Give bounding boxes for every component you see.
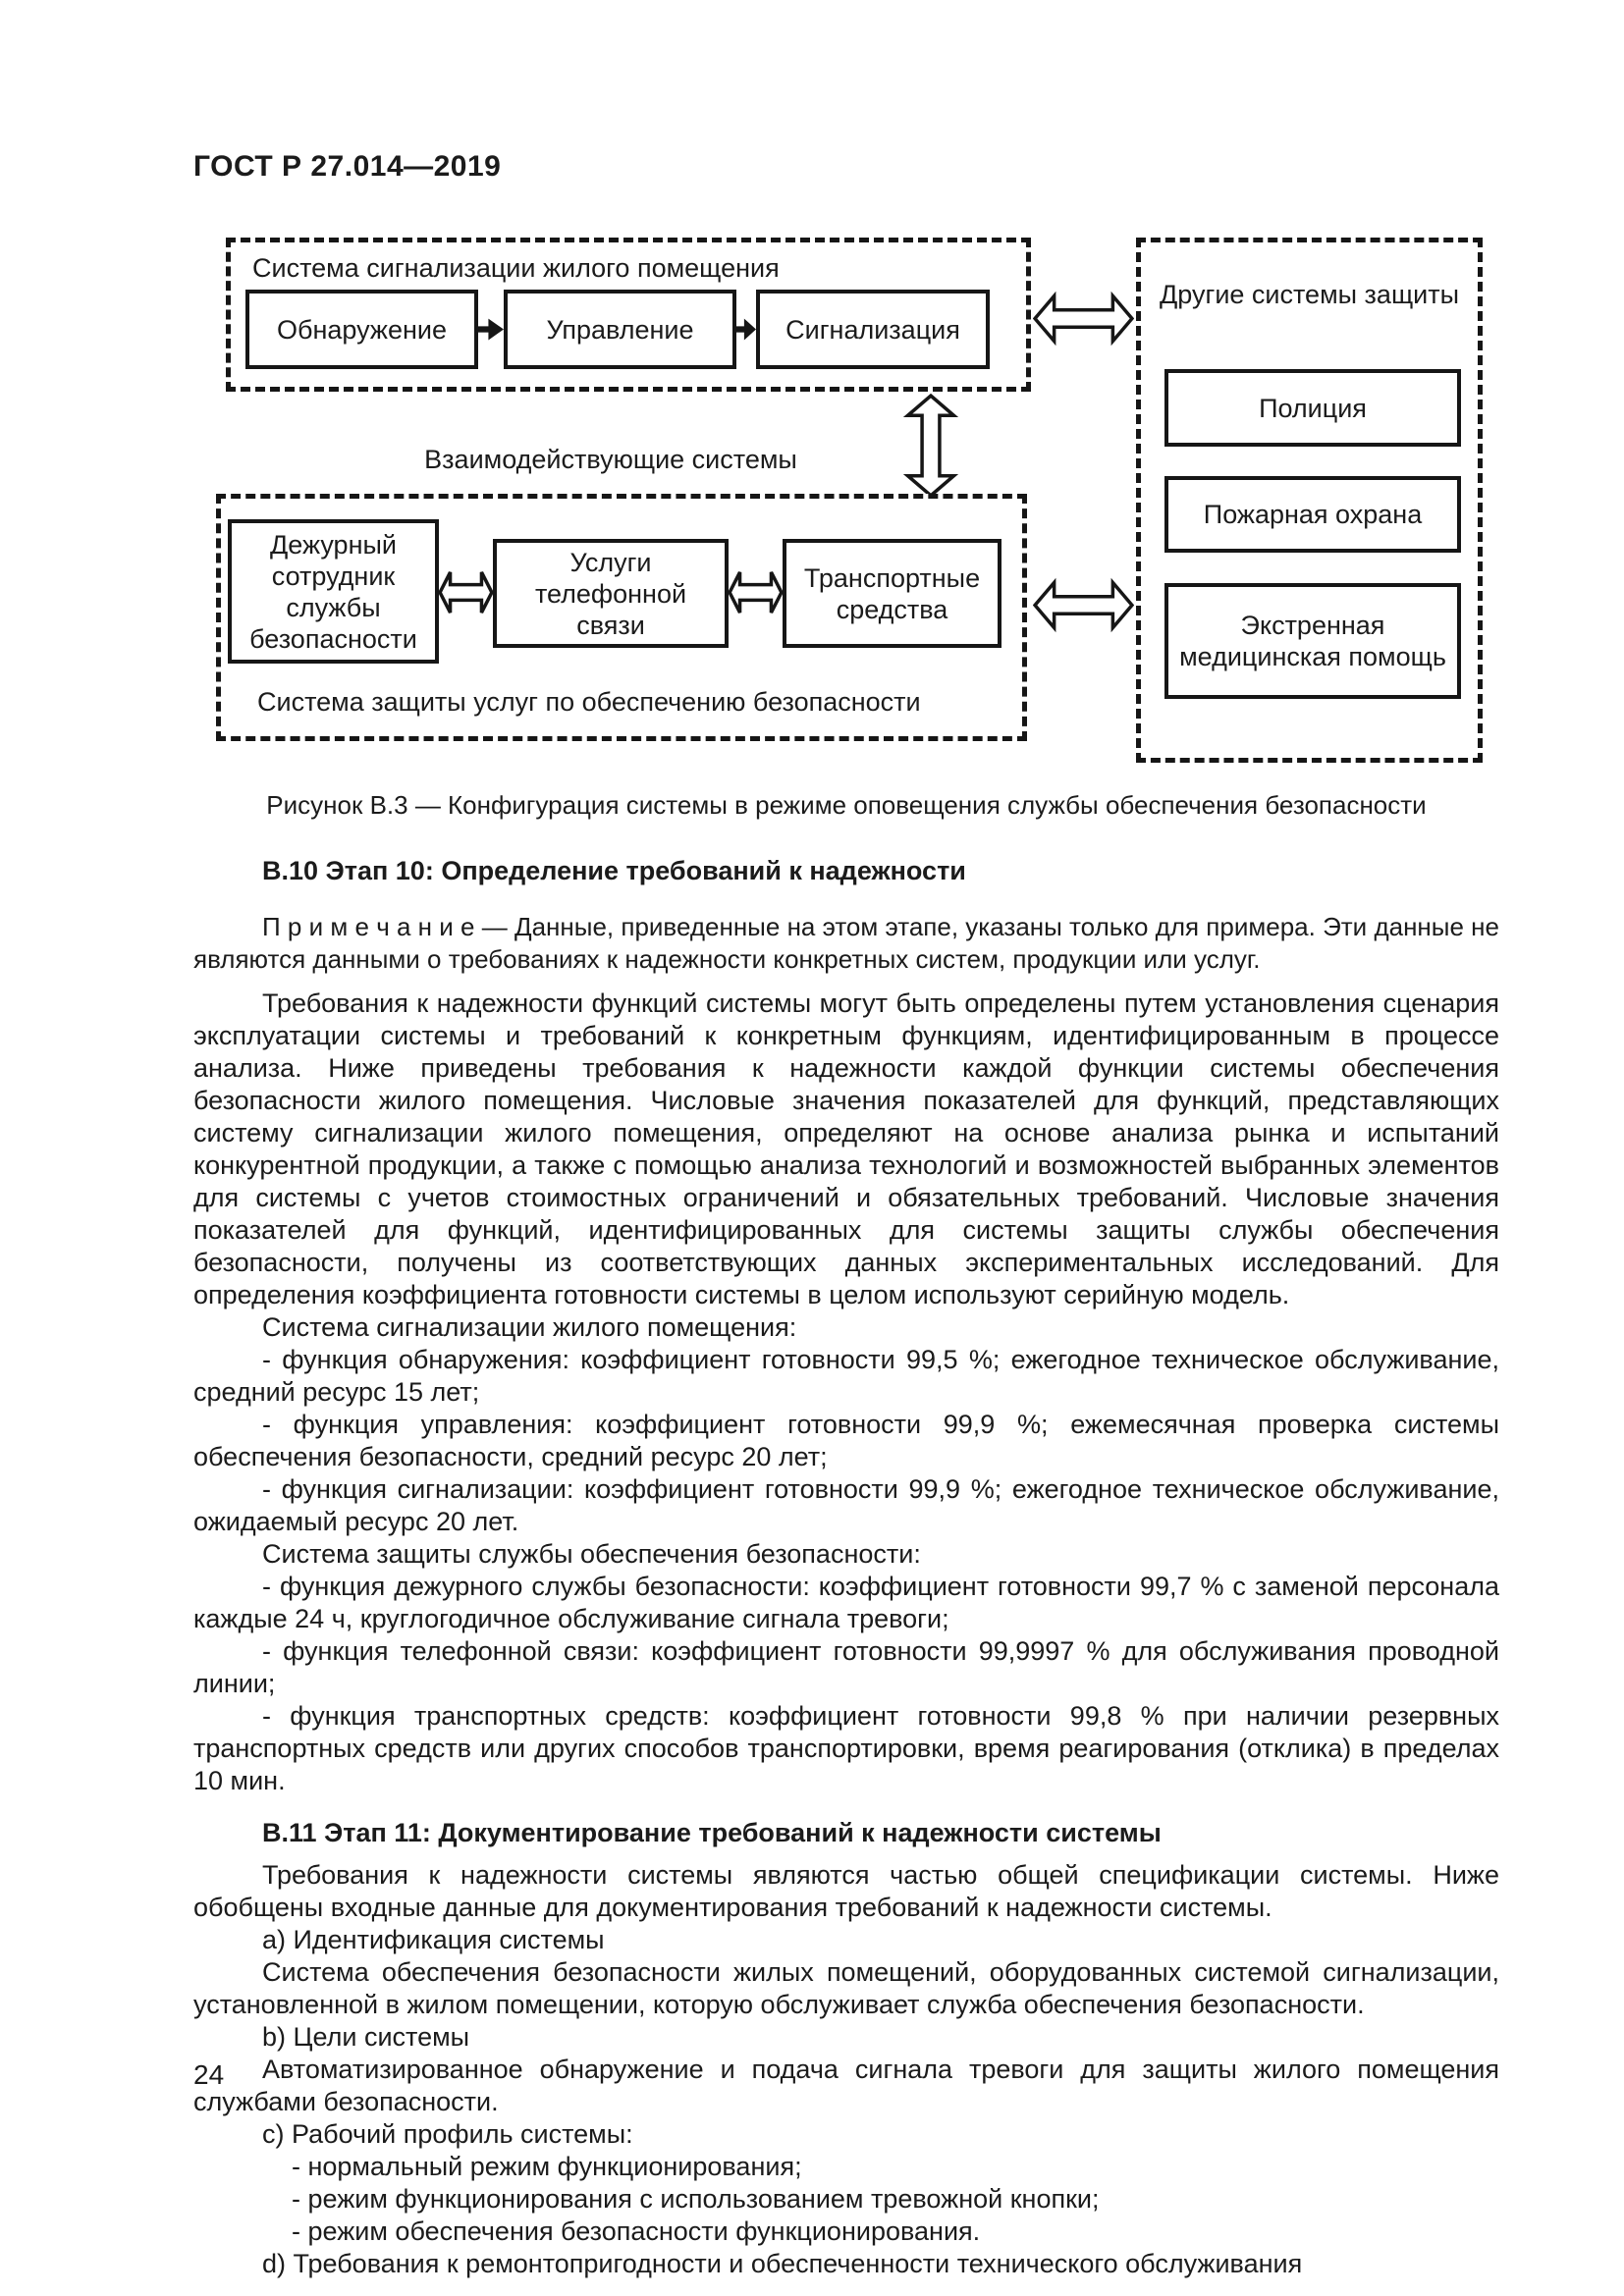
list-item-detection-function: - функция обнаружения: коэффициент готов…: [193, 1345, 1499, 1407]
list-item-phone-function: - функция телефонной связи: коэффициент …: [193, 1636, 1499, 1698]
paragraph-system-identification: Система обеспечения безопасности жилых п…: [193, 1957, 1499, 2019]
block-emergency-medical: Экстренная медицинская помощь: [1164, 583, 1461, 699]
duty-to-phone-arrow-icon: [439, 567, 493, 617]
control-to-signaling-arrow-icon: [735, 318, 756, 341]
transport-to-other-systems-arrow-icon: [1033, 577, 1134, 633]
security-service-label: Система защиты услуг по обеспечению безо…: [257, 687, 921, 717]
list-item-signaling-function: - функция сигнализации: коэффициент гото…: [193, 1474, 1499, 1536]
figure-b3-diagram: Система сигнализации жилого помещения Об…: [193, 232, 1499, 768]
block-duty-officer: Дежурный сотрудник службы безопасности: [228, 519, 439, 664]
detection-to-control-arrow-icon: [477, 318, 504, 341]
block-detection: Обнаружение: [245, 290, 478, 369]
sub-item-panic-button-mode: - режим функционирования с использование…: [292, 2184, 1100, 2214]
section-heading-b11: В.11 Этап 11: Документирование требовани…: [262, 1818, 1162, 1847]
block-police: Полиция: [1164, 369, 1461, 447]
item-d-maintainability: d) Требования к ремонтопригодности и обе…: [262, 2249, 1303, 2278]
paragraph-system-goals: Автоматизированное обнаружение и подача …: [193, 2055, 1499, 2116]
other-systems-label: Другие системы защиты: [1159, 280, 1460, 309]
figure-caption: Рисунок В.3 — Конфигурация системы в реж…: [266, 790, 1427, 820]
sub-item-normal-mode: - нормальный режим функционирования;: [292, 2152, 802, 2181]
block-telephone-services: Услуги телефонной связи: [493, 539, 729, 648]
block-fire-brigade: Пожарная охрана: [1164, 476, 1461, 553]
paragraph-documentation-intro: Требования к надежности системы являются…: [193, 1860, 1499, 1922]
note-paragraph: П р и м е ч а н и е — Данные, приведенны…: [193, 912, 1499, 974]
phone-to-transport-arrow-icon: [729, 567, 783, 617]
document-number: ГОСТ Р 27.014—2019: [193, 150, 502, 183]
block-control: Управление: [504, 290, 736, 369]
list-item-duty-function: - функция дежурного службы безопасности:…: [193, 1572, 1499, 1633]
interacting-systems-label: Взаимодействующие системы: [424, 445, 797, 474]
sub-item-security-mode: - режим обеспечения безопасности функцио…: [292, 2216, 981, 2246]
paragraph-reliability-requirements: Требования к надежности функций системы …: [193, 988, 1499, 1309]
item-a-system-identification: a) Идентификация системы: [262, 1925, 605, 1954]
paragraph-alarm-system-intro: Система сигнализации жилого помещения:: [262, 1312, 797, 1342]
list-item-transport-function: - функция транспортных средств: коэффици…: [193, 1701, 1499, 1795]
section-heading-b10: В.10 Этап 10: Определение требований к н…: [262, 856, 966, 885]
document-body: В.10 Этап 10: Определение требований к н…: [193, 855, 1499, 2280]
paragraph-security-system-intro: Система защиты службы обеспечения безопа…: [262, 1539, 921, 1569]
page-number: 24: [193, 2059, 225, 2090]
alarm-to-other-systems-arrow-icon: [1033, 291, 1134, 347]
item-c-operating-profile: c) Рабочий профиль системы:: [262, 2119, 633, 2149]
alarm-to-security-system-arrow-icon: [902, 394, 959, 498]
block-signaling: Сигнализация: [756, 290, 990, 369]
list-item-control-function: - функция управления: коэффициент готовн…: [193, 1410, 1499, 1471]
alarm-system-label: Система сигнализации жилого помещения: [252, 253, 780, 283]
item-b-system-goals: b) Цели системы: [262, 2022, 470, 2052]
block-transport-means: Транспортные средства: [783, 539, 1001, 648]
